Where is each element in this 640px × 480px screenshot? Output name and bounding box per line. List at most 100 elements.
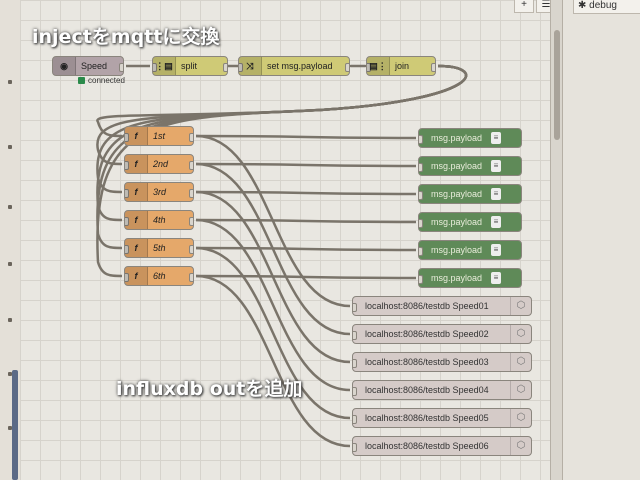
- function-node-2nd[interactable]: f 2nd: [124, 154, 194, 174]
- input-port[interactable]: [353, 387, 357, 396]
- wire[interactable]: [195, 246, 351, 420]
- output-port[interactable]: [119, 63, 123, 72]
- inject-node-speed[interactable]: ◉ Speed: [52, 56, 124, 76]
- tab-label: debug: [589, 0, 617, 11]
- input-port[interactable]: [419, 275, 423, 284]
- split-node[interactable]: ⋮▤ split: [152, 56, 228, 76]
- wire[interactable]: [195, 134, 417, 140]
- wire[interactable]: [195, 190, 351, 364]
- influxdb-node-speed02[interactable]: localhost:8086/testdb Speed02 ⬡: [352, 324, 532, 344]
- palette-node-icon[interactable]: [8, 262, 12, 266]
- debug-node-5[interactable]: msg.payload ≡: [418, 240, 522, 260]
- input-port[interactable]: [353, 303, 357, 312]
- node-label: localhost:8086/testdb Speed01: [365, 301, 489, 311]
- output-port[interactable]: [223, 63, 227, 72]
- input-port[interactable]: [125, 189, 129, 198]
- debug-toggle-button[interactable]: [521, 271, 522, 287]
- wire[interactable]: [195, 134, 351, 308]
- change-node[interactable]: ⤨ set msg.payload: [238, 56, 350, 76]
- input-port[interactable]: [419, 247, 423, 256]
- input-port[interactable]: [125, 161, 129, 170]
- list-icon: ≡: [491, 272, 501, 284]
- wire[interactable]: [96, 64, 468, 278]
- input-port[interactable]: [353, 359, 357, 368]
- input-port[interactable]: [153, 63, 157, 72]
- debug-toggle-button[interactable]: [521, 131, 522, 147]
- output-port[interactable]: [189, 161, 193, 170]
- palette-scrollbar[interactable]: [12, 370, 18, 480]
- palette-sidebar[interactable]: [0, 0, 21, 480]
- node-label: 5th: [153, 243, 166, 253]
- tab-debug[interactable]: ✱ debug: [573, 0, 640, 14]
- palette-node-icon[interactable]: [8, 145, 12, 149]
- input-port[interactable]: [419, 191, 423, 200]
- output-port[interactable]: [189, 133, 193, 142]
- workspace-scrollbar[interactable]: [550, 0, 563, 480]
- wire[interactable]: [195, 190, 417, 196]
- function-node-6th[interactable]: f 6th: [124, 266, 194, 286]
- node-label: 2nd: [153, 159, 169, 169]
- wire[interactable]: [195, 218, 417, 224]
- function-node-5th[interactable]: f 5th: [124, 238, 194, 258]
- input-port[interactable]: [419, 219, 423, 228]
- list-icon: ≡: [491, 160, 501, 172]
- influxdb-node-speed05[interactable]: localhost:8086/testdb Speed05 ⬡: [352, 408, 532, 428]
- flow-wires: [96, 64, 468, 448]
- wire[interactable]: [195, 162, 417, 168]
- input-port[interactable]: [367, 63, 371, 72]
- wire[interactable]: [195, 274, 417, 280]
- function-node-4th[interactable]: f 4th: [124, 210, 194, 230]
- node-label: split: [181, 61, 198, 71]
- output-port[interactable]: [189, 189, 193, 198]
- influxdb-node-speed04[interactable]: localhost:8086/testdb Speed04 ⬡: [352, 380, 532, 400]
- influxdb-node-speed06[interactable]: localhost:8086/testdb Speed06 ⬡: [352, 436, 532, 456]
- wire[interactable]: [195, 246, 417, 252]
- palette-node-icon[interactable]: [8, 426, 12, 430]
- input-port[interactable]: [125, 245, 129, 254]
- function-node-3rd[interactable]: f 3rd: [124, 182, 194, 202]
- debug-node-1[interactable]: msg.payload ≡: [418, 128, 522, 148]
- output-port[interactable]: [189, 273, 193, 282]
- join-node[interactable]: ▤⋮ join: [366, 56, 436, 76]
- input-port[interactable]: [353, 331, 357, 340]
- input-port[interactable]: [353, 443, 357, 452]
- right-sidebar: ✱ debug: [562, 0, 640, 480]
- debug-toggle-button[interactable]: [521, 187, 522, 203]
- output-port[interactable]: [189, 245, 193, 254]
- palette-node-icon[interactable]: [8, 80, 12, 84]
- debug-node-4[interactable]: msg.payload ≡: [418, 212, 522, 232]
- wire[interactable]: [195, 162, 351, 336]
- input-port[interactable]: [353, 415, 357, 424]
- flow-workspace[interactable]: ◉ Speed connected ⋮▤ split ⤨ set msg.pay…: [20, 0, 550, 480]
- function-node-1st[interactable]: f 1st: [124, 126, 194, 146]
- debug-toggle-button[interactable]: [521, 243, 522, 259]
- debug-node-3[interactable]: msg.payload ≡: [418, 184, 522, 204]
- wire[interactable]: [195, 218, 351, 392]
- debug-node-6[interactable]: msg.payload ≡: [418, 268, 522, 288]
- palette-node-icon[interactable]: [8, 372, 12, 376]
- input-port[interactable]: [125, 217, 129, 226]
- input-port[interactable]: [419, 163, 423, 172]
- wireless-icon: ◉: [53, 57, 76, 75]
- palette-node-icon[interactable]: [8, 318, 12, 322]
- palette-node-icon[interactable]: [8, 205, 12, 209]
- input-port[interactable]: [125, 273, 129, 282]
- debug-node-2[interactable]: msg.payload ≡: [418, 156, 522, 176]
- debug-toggle-button[interactable]: [521, 159, 522, 175]
- output-port[interactable]: [431, 63, 435, 72]
- add-flow-button[interactable]: +: [514, 0, 534, 13]
- list-icon: ≡: [491, 216, 501, 228]
- node-label: localhost:8086/testdb Speed05: [365, 413, 489, 423]
- node-label: localhost:8086/testdb Speed02: [365, 329, 489, 339]
- wire[interactable]: [195, 274, 351, 448]
- scrollbar-thumb[interactable]: [554, 30, 560, 140]
- debug-toggle-button[interactable]: [521, 215, 522, 231]
- output-port[interactable]: [189, 217, 193, 226]
- influxdb-node-speed01[interactable]: localhost:8086/testdb Speed01 ⬡: [352, 296, 532, 316]
- input-port[interactable]: [419, 135, 423, 144]
- input-port[interactable]: [239, 63, 243, 72]
- influxdb-node-speed03[interactable]: localhost:8086/testdb Speed03 ⬡: [352, 352, 532, 372]
- shuffle-icon: ⤨: [239, 57, 262, 75]
- input-port[interactable]: [125, 133, 129, 142]
- output-port[interactable]: [345, 63, 349, 72]
